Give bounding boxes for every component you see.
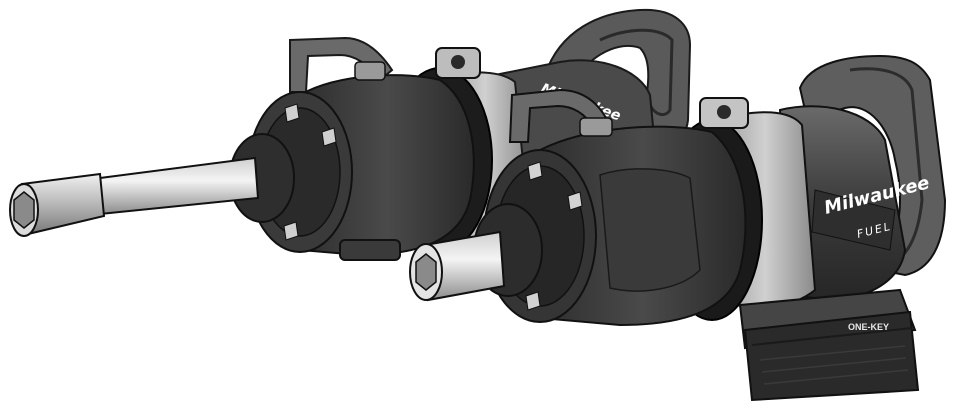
rear-tool-extended-anvil <box>99 156 260 216</box>
front-tool-battery <box>743 310 920 402</box>
front-impact-wrench: Milwaukee FUEL ONE-KEY <box>409 54 947 402</box>
front-tool-battery-label: ONE-KEY <box>848 322 889 332</box>
